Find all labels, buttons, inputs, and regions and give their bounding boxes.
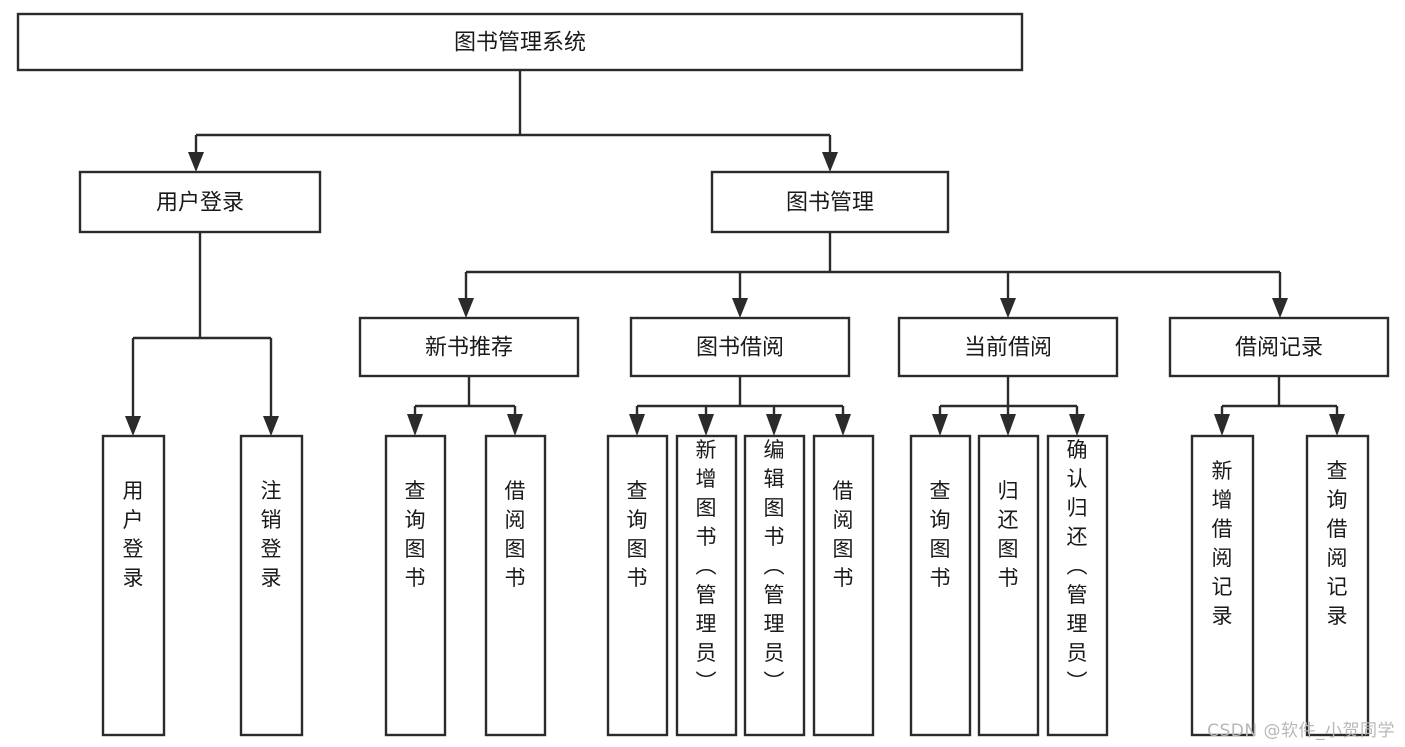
node-leaf-box[interactable] xyxy=(909,434,972,737)
node-leaf-add-book-label: 新增图书︵管理员︶ xyxy=(696,438,717,694)
node-root-label: 图书管理系统 xyxy=(454,31,586,56)
arrow-head-icon xyxy=(835,414,851,436)
node-leaf-borrow-books-1-label: 借阅图书 xyxy=(505,479,526,590)
arrow-head-icon xyxy=(822,152,838,172)
arrow-head-icon xyxy=(188,152,204,172)
node-leaf-query-books-2[interactable]: 查询图书 xyxy=(606,434,669,737)
node-user-login-box[interactable] xyxy=(78,170,322,234)
watermark-text: CSDN @软件_小贺同学 xyxy=(1207,721,1395,741)
node-leaf-borrow-books-1[interactable]: 借阅图书 xyxy=(484,434,547,737)
arrow-head-icon xyxy=(1069,414,1085,436)
node-current-borrow-box[interactable] xyxy=(897,316,1119,378)
arrow-head-icon xyxy=(1329,414,1345,436)
node-book-borrow[interactable]: 图书借阅 xyxy=(629,316,851,378)
node-leaf-query-record-label: 查询借阅记录 xyxy=(1327,459,1348,628)
arrow-head-icon xyxy=(698,414,714,436)
arrow-head-icon xyxy=(1214,414,1230,436)
node-leaf-user-login[interactable]: 用户登录 xyxy=(101,434,166,737)
node-leaf-box[interactable] xyxy=(1190,434,1255,737)
node-root-box[interactable] xyxy=(16,12,1024,72)
node-leaf-user-login-label: 用户登录 xyxy=(123,479,144,590)
node-leaf-box[interactable] xyxy=(977,434,1040,737)
node-leaf-box[interactable] xyxy=(1305,434,1370,737)
node-new-book-rec[interactable]: 新书推荐 xyxy=(358,316,580,378)
node-new-book-rec-box[interactable] xyxy=(358,316,580,378)
node-new-book-rec-label: 新书推荐 xyxy=(425,336,513,361)
arrow-head-icon xyxy=(1272,298,1288,318)
node-book-mgmt[interactable]: 图书管理 xyxy=(710,170,950,234)
arrow-head-icon xyxy=(629,414,645,436)
node-book-mgmt-box[interactable] xyxy=(710,170,950,234)
node-current-borrow[interactable]: 当前借阅 xyxy=(897,316,1119,378)
node-leaf-query-record[interactable]: 查询借阅记录 xyxy=(1305,434,1370,737)
node-leaf-add-book[interactable]: 新增图书︵管理员︶ xyxy=(675,434,738,737)
node-borrow-record[interactable]: 借阅记录 xyxy=(1168,316,1390,378)
node-book-borrow-label: 图书借阅 xyxy=(696,336,784,361)
node-leaf-query-books-3-label: 查询图书 xyxy=(930,479,951,590)
node-book-borrow-box[interactable] xyxy=(629,316,851,378)
node-leaf-box[interactable] xyxy=(1046,434,1109,737)
node-leaf-confirm-return-label: 确认归还︵管理员︶ xyxy=(1067,438,1088,694)
node-leaf-box[interactable] xyxy=(101,434,166,737)
arrow-head-icon xyxy=(1000,414,1016,436)
node-leaf-borrow-books-2-label: 借阅图书 xyxy=(833,479,854,590)
node-leaf-return-book[interactable]: 归还图书 xyxy=(977,434,1040,737)
node-leaf-box[interactable] xyxy=(606,434,669,737)
connector-layer xyxy=(125,70,1345,436)
node-leaf-query-books-3[interactable]: 查询图书 xyxy=(909,434,972,737)
node-current-borrow-label: 当前借阅 xyxy=(964,336,1052,361)
arrow-head-icon xyxy=(458,298,474,318)
node-user-login[interactable]: 用户登录 xyxy=(78,170,322,234)
node-leaf-query-books-1-label: 查询图书 xyxy=(405,479,426,590)
node-leaf-borrow-books-2[interactable]: 借阅图书 xyxy=(812,434,875,737)
node-leaf-box[interactable] xyxy=(384,434,447,737)
node-leaf-query-books-1[interactable]: 查询图书 xyxy=(384,434,447,737)
arrow-head-icon xyxy=(1000,298,1016,318)
node-leaf-box[interactable] xyxy=(239,434,304,737)
arrow-head-icon xyxy=(507,414,523,436)
node-leaf-logout-label: 注销登录 xyxy=(261,479,282,590)
arrow-head-icon xyxy=(263,416,279,436)
node-leaf-return-book-label: 归还图书 xyxy=(998,479,1019,590)
arrow-head-icon xyxy=(766,414,782,436)
node-leaf-logout[interactable]: 注销登录 xyxy=(239,434,304,737)
node-leaf-edit-book[interactable]: 编辑图书︵管理员︶ xyxy=(743,434,806,737)
node-leaf-add-record[interactable]: 新增借阅记录 xyxy=(1190,434,1255,737)
arrow-head-icon xyxy=(932,414,948,436)
node-leaf-add-record-label: 新增借阅记录 xyxy=(1212,459,1233,628)
node-leaf-box[interactable] xyxy=(675,434,738,737)
node-root[interactable]: 图书管理系统 xyxy=(16,12,1024,72)
arrow-head-icon xyxy=(125,416,141,436)
node-borrow-record-box[interactable] xyxy=(1168,316,1390,378)
node-user-login-label: 用户登录 xyxy=(156,191,244,216)
node-leaf-confirm-return[interactable]: 确认归还︵管理员︶ xyxy=(1046,434,1109,737)
node-leaf-edit-book-label: 编辑图书︵管理员︶ xyxy=(764,438,785,694)
arrow-head-icon xyxy=(407,414,423,436)
node-borrow-record-label: 借阅记录 xyxy=(1235,336,1323,361)
node-book-mgmt-label: 图书管理 xyxy=(786,191,874,216)
node-leaf-box[interactable] xyxy=(743,434,806,737)
node-leaf-query-books-2-label: 查询图书 xyxy=(627,479,648,590)
node-leaf-box[interactable] xyxy=(484,434,547,737)
arrow-head-icon xyxy=(732,298,748,318)
node-leaf-box[interactable] xyxy=(812,434,875,737)
